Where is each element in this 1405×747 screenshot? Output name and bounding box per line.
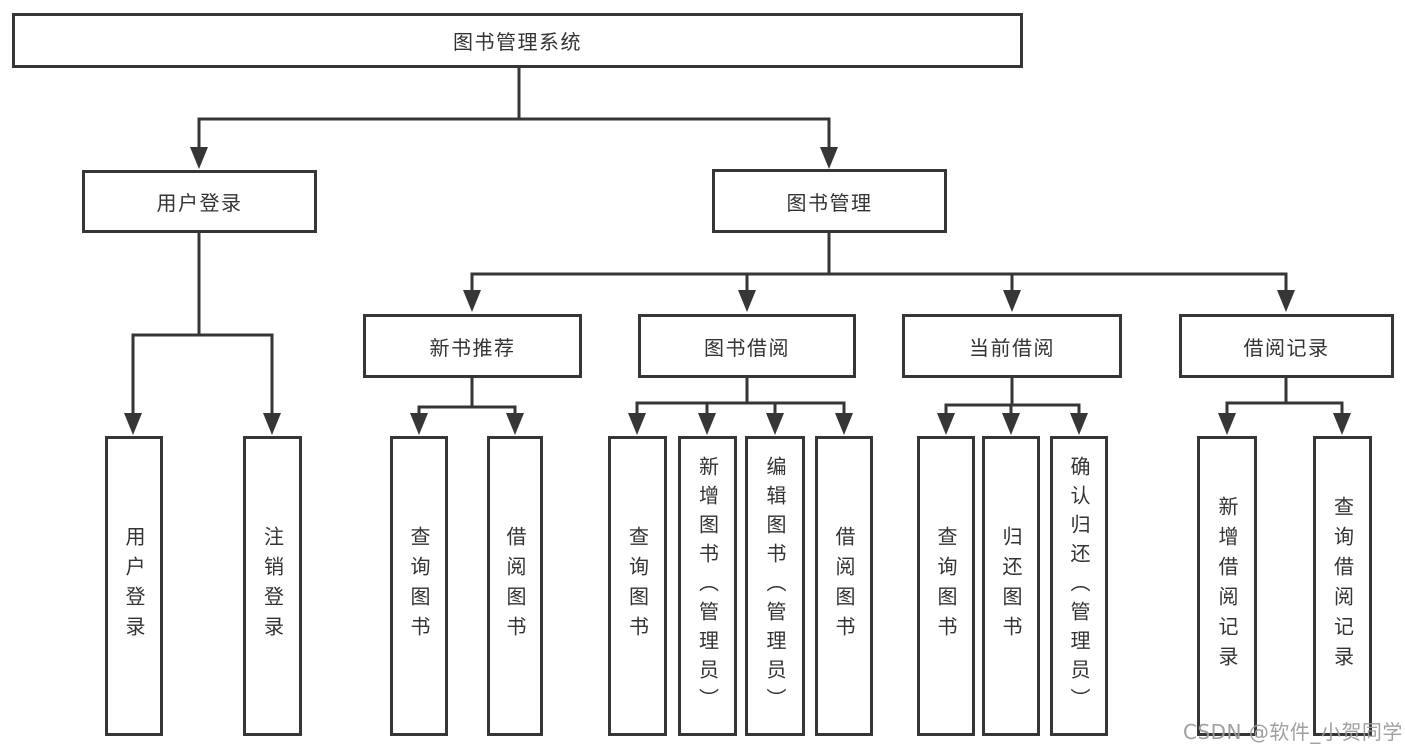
leaf-logout: 注销登录 <box>243 436 302 736</box>
leaf-newbooks-borrow-books: 借阅图书 <box>487 436 543 736</box>
node-root-label: 图书管理系统 <box>453 30 582 54</box>
leaf-current-return-books: 归还图书 <box>982 436 1040 736</box>
node-current-borrowing-label: 当前借阅 <box>969 335 1055 360</box>
leaf-newbooks-borrow-books-label: 借阅图书 <box>503 526 527 646</box>
node-book-borrowing-label: 图书借阅 <box>704 335 790 360</box>
node-new-book-recommendation: 新书推荐 <box>363 314 582 378</box>
leaf-borrowing-add-books-admin: 新增图书（管理员） <box>678 436 737 736</box>
leaf-current-return-books-label: 归还图书 <box>999 526 1023 646</box>
csdn-watermark: CSDN @软件_小贺同学 <box>1183 720 1403 744</box>
node-borrowing-records-label: 借阅记录 <box>1243 335 1330 360</box>
node-user-login: 用户登录 <box>82 170 317 233</box>
node-borrowing-records: 借阅记录 <box>1179 314 1394 378</box>
node-book-borrowing: 图书借阅 <box>638 314 856 378</box>
leaf-borrowing-search-books: 查询图书 <box>608 436 667 736</box>
node-book-management-label: 图书管理 <box>786 190 873 215</box>
leaf-current-confirm-return-admin-label: 确认归还（管理员） <box>1067 455 1091 717</box>
leaf-records-search-record-label: 查询借阅记录 <box>1330 496 1355 676</box>
leaf-borrowing-add-books-admin-label: 新增图书（管理员） <box>695 455 720 717</box>
leaf-user-login: 用户登录 <box>105 436 163 736</box>
leaf-borrowing-search-books-label: 查询图书 <box>625 526 650 646</box>
leaf-borrowing-edit-books-admin: 编辑图书（管理员） <box>745 436 805 736</box>
leaf-records-add-record-label: 新增借阅记录 <box>1215 496 1239 676</box>
leaf-logout-label: 注销登录 <box>260 526 285 646</box>
leaf-borrowing-borrow-books: 借阅图书 <box>815 436 873 736</box>
leaf-current-search-books: 查询图书 <box>917 436 975 736</box>
node-current-borrowing: 当前借阅 <box>902 314 1122 378</box>
leaf-records-search-record: 查询借阅记录 <box>1313 436 1372 736</box>
leaf-current-confirm-return-admin: 确认归还（管理员） <box>1050 436 1108 736</box>
leaf-borrowing-borrow-books-label: 借阅图书 <box>832 526 856 646</box>
leaf-borrowing-edit-books-admin-label: 编辑图书（管理员） <box>763 455 787 717</box>
leaf-newbooks-search-books: 查询图书 <box>390 436 448 736</box>
node-new-book-recommendation-label: 新书推荐 <box>429 335 516 360</box>
node-user-login-label: 用户登录 <box>156 191 243 215</box>
node-root-library-system: 图书管理系统 <box>12 13 1023 68</box>
leaf-current-search-books-label: 查询图书 <box>934 526 958 646</box>
node-book-management: 图书管理 <box>712 169 947 233</box>
leaf-records-add-record: 新增借阅记录 <box>1197 436 1257 736</box>
leaf-newbooks-search-books-label: 查询图书 <box>407 526 431 646</box>
leaf-user-login-label: 用户登录 <box>122 526 146 646</box>
